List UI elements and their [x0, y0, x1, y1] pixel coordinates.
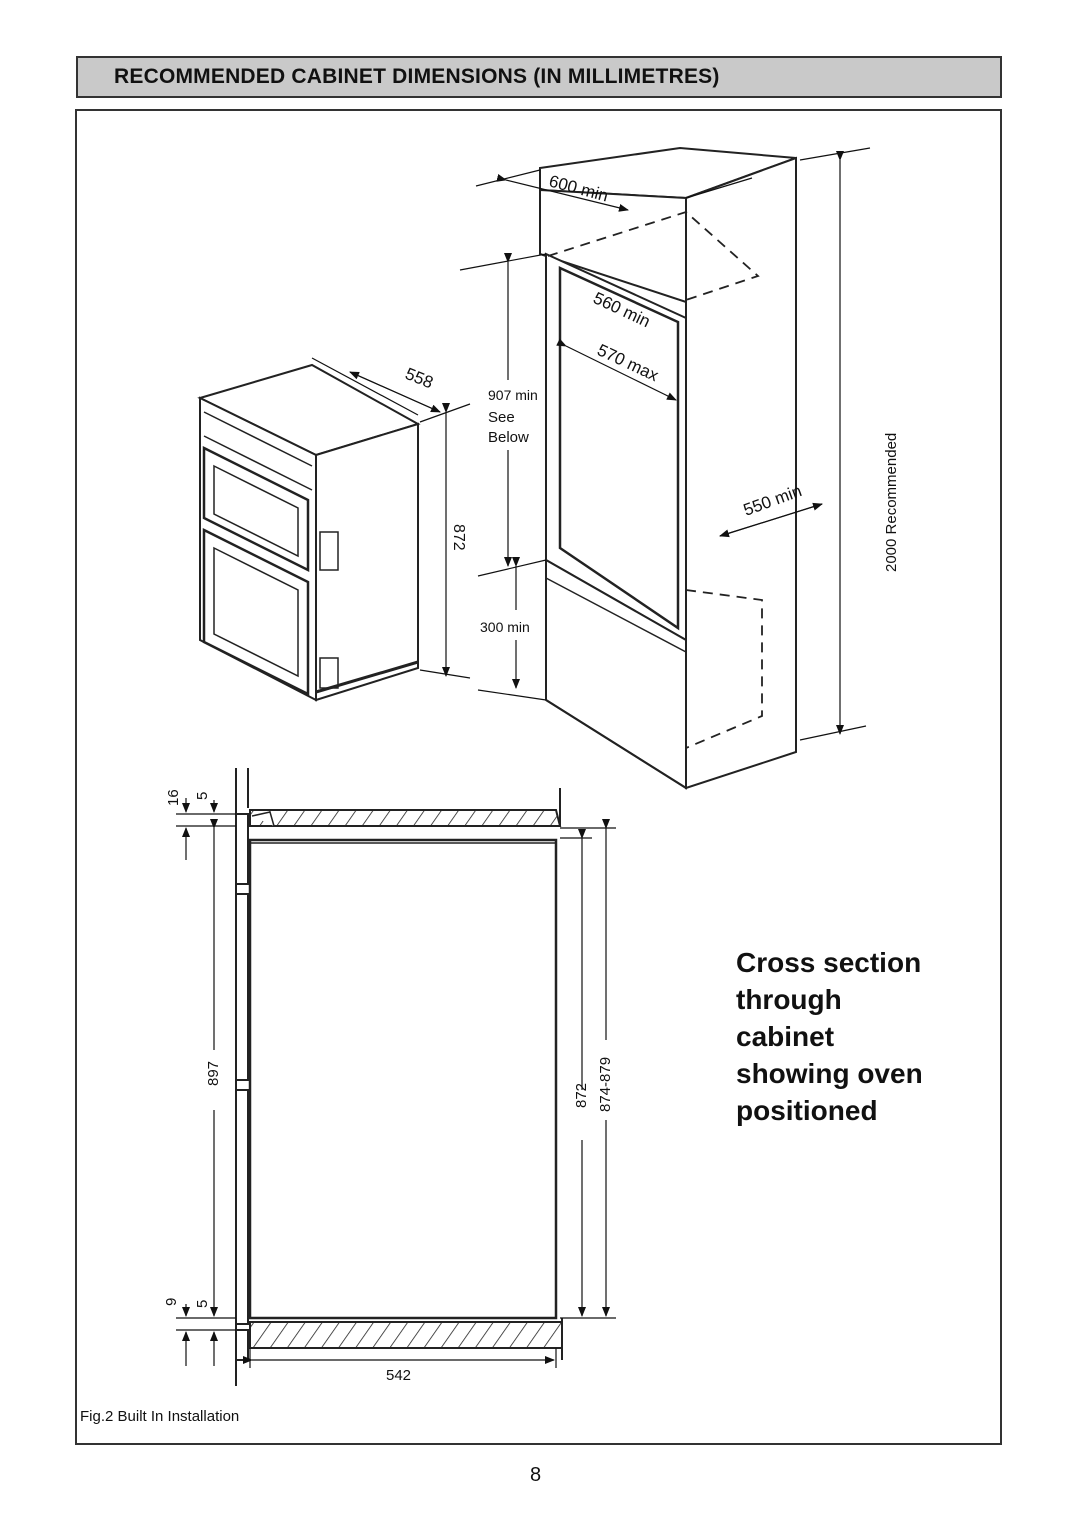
oven-illustration [197, 363, 421, 702]
cross-section [176, 768, 616, 1386]
label-5-bottom: 5 [194, 1300, 211, 1308]
label-300-min: 300 min [480, 619, 530, 635]
label-2000-recommended: 2000 Recommended [883, 433, 900, 572]
caption-line: Cross section [736, 947, 922, 978]
caption-line: cabinet [736, 1021, 835, 1052]
section-title: RECOMMENDED CABINET DIMENSIONS (IN MILLI… [114, 65, 720, 88]
dim-600 [475, 169, 753, 212]
label-9: 9 [163, 1298, 180, 1306]
dim-872-oven [419, 403, 471, 679]
dim-550 [719, 502, 823, 538]
label-872-inner: 872 [573, 1083, 590, 1108]
cross-section-caption: Cross section through cabinet showing ov… [736, 944, 986, 1129]
label-see: See [488, 409, 515, 426]
dim-558 [311, 357, 441, 416]
dim-300 [477, 557, 547, 701]
dim-570 [556, 338, 677, 401]
caption-line: through [736, 984, 842, 1015]
label-5-top: 5 [194, 792, 211, 800]
label-558: 558 [403, 364, 436, 392]
caption-line: positioned [736, 1095, 878, 1126]
section-header: RECOMMENDED CABINET DIMENSIONS (IN MILLI… [76, 56, 1002, 98]
label-16: 16 [165, 789, 182, 806]
figure-frame [75, 109, 1002, 1445]
label-874-879: 874-879 [597, 1057, 614, 1112]
label-542: 542 [386, 1367, 411, 1384]
label-below: Below [488, 429, 529, 446]
label-897: 897 [205, 1061, 222, 1086]
figure-label: Fig.2 Built In Installation [80, 1408, 240, 1425]
label-907-min: 907 min [488, 387, 538, 403]
caption-line: showing oven [736, 1058, 923, 1089]
dim-2000 [799, 147, 871, 741]
label-872-oven: 872 [450, 524, 467, 551]
cabinet-illustration [539, 146, 797, 790]
page-number: 8 [530, 1464, 542, 1486]
dim-907 [459, 253, 547, 577]
